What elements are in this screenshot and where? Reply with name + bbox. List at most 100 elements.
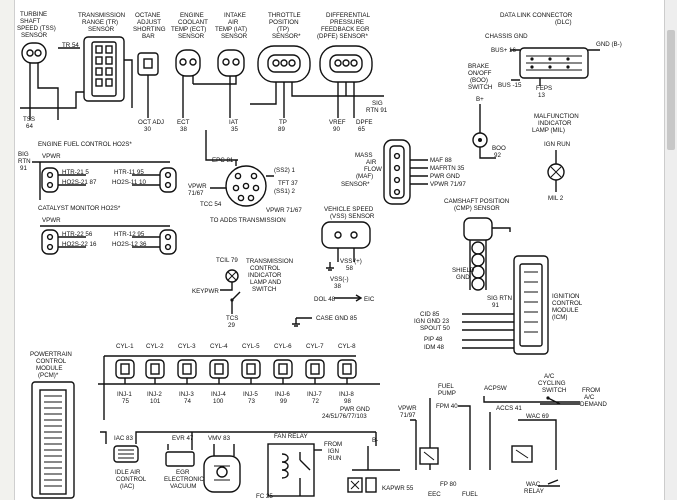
vss-pin-plus-num: 58 bbox=[346, 265, 353, 272]
tr-label-2: RANGE (TR) bbox=[82, 19, 118, 26]
htr21-label: HTR-21 5 bbox=[62, 169, 89, 176]
boo-num: 92 bbox=[494, 152, 501, 159]
injector-1: CYL-1 INJ-1 75 bbox=[115, 343, 135, 405]
wac-relay-2: RELAY bbox=[524, 488, 544, 495]
injector-3: CYL-3 INJ-3 74 bbox=[177, 343, 197, 405]
ss1-label: (SS1) 2 bbox=[274, 188, 296, 195]
cyl6-label: CYL-6 bbox=[274, 343, 292, 350]
maf-pin-4: VPWR 71/97 bbox=[430, 181, 466, 188]
inj5-label: INJ-5 bbox=[243, 391, 258, 398]
icm-pin-ign-gnd: IGN GND 23 bbox=[414, 318, 450, 325]
injector-8: CYL-8 INJ-8 98 bbox=[337, 343, 357, 405]
vss-sensor: VEHICLE SPEED (VSS) SENSOR VSS (+) 58 VS… bbox=[321, 206, 375, 290]
acpsw-label: ACPSW bbox=[484, 385, 507, 392]
mil-label-3: LAMP (MIL) bbox=[532, 127, 565, 134]
egr-label-2: ELECTRONIC bbox=[164, 476, 204, 483]
tss-pin-tss: TSS bbox=[23, 116, 35, 123]
ect-label-4: SENSOR bbox=[178, 33, 205, 40]
left-window-edge bbox=[0, 0, 15, 500]
eec-label: EEC bbox=[428, 491, 441, 498]
ect-label-2: COOLANT bbox=[178, 19, 208, 26]
icm-pin-idm: IDM 48 bbox=[424, 344, 445, 351]
icm-pin-cid: CID 85 bbox=[420, 311, 440, 318]
inj5-num: 73 bbox=[248, 398, 255, 405]
inj6-num: 99 bbox=[280, 398, 287, 405]
tcc-label: TCC 54 bbox=[200, 201, 222, 208]
tss-pin-num: 64 bbox=[26, 123, 33, 130]
fc-label: FC 25 bbox=[256, 493, 273, 500]
fan-relay: FAN RELAY FROM IGN RUN FC 25 bbox=[256, 433, 342, 500]
tcil-label-3: INDICATOR bbox=[248, 272, 282, 279]
cat-title: CATALYST MONITOR HO2S* bbox=[38, 205, 121, 212]
ho2s-vpwr: VPWR bbox=[42, 153, 61, 160]
icm-label-1: IGNITION bbox=[552, 293, 580, 300]
big-rtn-1: BIG bbox=[18, 151, 29, 158]
sig-rtn-num: RTN 91 bbox=[366, 107, 388, 114]
cat-vpwr: VPWR bbox=[42, 217, 61, 224]
maf-sensor: MASS AIR FLOW (MAF) SENSOR* MAF 88 MAFRT… bbox=[341, 139, 466, 205]
cmp-sig-rtn: SIG RTN bbox=[487, 295, 512, 302]
kapwr-circuit: B- KAPWR 55 bbox=[347, 432, 414, 493]
vertical-scrollbar[interactable] bbox=[664, 0, 677, 500]
cmp-sig-rtn-num: 91 bbox=[492, 302, 499, 309]
maf-pin-1: MAF 88 bbox=[430, 157, 452, 164]
shield-gnd: GND bbox=[456, 274, 470, 281]
octane-bar: OCTANE ADJUST SHORTING BAR OCT ADJ 30 bbox=[133, 12, 166, 133]
iac-valve: IAC 83 IDLE AIR CONTROL (IAC) bbox=[100, 431, 376, 490]
iac-label-1: IDLE AIR bbox=[115, 469, 141, 476]
eic-label: EIC bbox=[364, 296, 375, 303]
pcm-label-3: MODULE bbox=[36, 365, 62, 372]
mil-pin: MIL 2 bbox=[548, 195, 564, 202]
inj8-label: INJ-8 bbox=[339, 391, 354, 398]
ho2s11-label: HO2S-11 10 bbox=[112, 179, 146, 186]
tcs-label: TCS bbox=[226, 315, 238, 322]
big-rtn-2: RTN bbox=[18, 158, 31, 165]
brake-label-2: ON/OFF bbox=[468, 70, 492, 77]
inj2-label: INJ-2 bbox=[147, 391, 162, 398]
inj1-label: INJ-1 bbox=[117, 391, 132, 398]
tp-label-3: (TP) bbox=[277, 26, 289, 33]
ect-pin-num: 38 bbox=[180, 126, 187, 133]
pcm-label-4: (PCM)* bbox=[38, 372, 59, 379]
brake-bplus: B+ bbox=[476, 96, 484, 103]
transmission-connector: EPC 81 (SS2) 1 TFT 37 (SS1) 2 VPWR 71/67… bbox=[188, 130, 302, 224]
from-ign-2: IGN bbox=[328, 448, 339, 455]
fuel-vpwr-1: VPWR bbox=[398, 405, 417, 412]
wac-relay-1: WAC bbox=[526, 481, 541, 488]
egr-label-1: EGR bbox=[176, 469, 190, 476]
feps-num: 13 bbox=[538, 92, 545, 99]
ect-sensor: ENGINE COOLANT TEMP (ECT) SENSOR ECT 38 bbox=[171, 12, 208, 133]
tcil-label-2: CONTROL bbox=[250, 265, 281, 272]
egr-vacuum: EVR 47 EGR ELECTRONIC VACUUM bbox=[164, 432, 204, 490]
dpfe-sensor: DIFFERENTIAL PRESSURE FEEDBACK EGR (DPFE… bbox=[317, 12, 388, 133]
inj7-num: 72 bbox=[312, 398, 319, 405]
iat-pin-num: 35 bbox=[231, 126, 238, 133]
from-ac-1: FROM bbox=[582, 387, 600, 394]
injector-5: CYL-5 INJ-5 73 bbox=[241, 343, 261, 405]
brake-label-1: BRAKE bbox=[468, 63, 489, 70]
scrollbar-thumb[interactable] bbox=[667, 30, 675, 150]
maf-label-2: AIR bbox=[366, 159, 377, 166]
keypwr-label: KEYPWR bbox=[192, 288, 219, 295]
tr-label-1: TRANSMISSION bbox=[78, 12, 125, 19]
feps-label: FEPS bbox=[536, 85, 552, 92]
dpfe-label-2: PRESSURE bbox=[330, 19, 364, 26]
tss-label-1: TURBINE bbox=[20, 11, 47, 18]
ac-label-2: CYCLING bbox=[538, 380, 566, 387]
iac-pin: IAC 83 bbox=[114, 435, 133, 442]
trans-vpwr-1: VPWR bbox=[188, 183, 207, 190]
inj4-label: INJ-4 bbox=[211, 391, 226, 398]
pcm-module: POWERTRAIN CONTROL MODULE (PCM)* bbox=[30, 351, 75, 499]
to-trans-label: TO ADDS TRANSMISSION bbox=[210, 217, 286, 224]
ho2s-fuel-control: ENGINE FUEL CONTROL HO2S* BIG RTN 91 VPW… bbox=[18, 141, 177, 200]
fuel-pump-circuit: VPWR 71/97 FUEL PUMP FPM 40 EEC FP 80 FU… bbox=[398, 373, 607, 498]
fuel-pump-label-2: PUMP bbox=[438, 390, 456, 397]
fuel-pump-label-1: FUEL bbox=[438, 383, 454, 390]
tcil-label-1: TRANSMISSION bbox=[246, 258, 293, 265]
iac-label-3: (IAC) bbox=[120, 483, 134, 490]
fuel-label: FUEL bbox=[462, 491, 478, 498]
cyl5-label: CYL-5 bbox=[242, 343, 260, 350]
from-ign-3: RUN bbox=[328, 455, 341, 462]
inj6-label: INJ-6 bbox=[275, 391, 290, 398]
